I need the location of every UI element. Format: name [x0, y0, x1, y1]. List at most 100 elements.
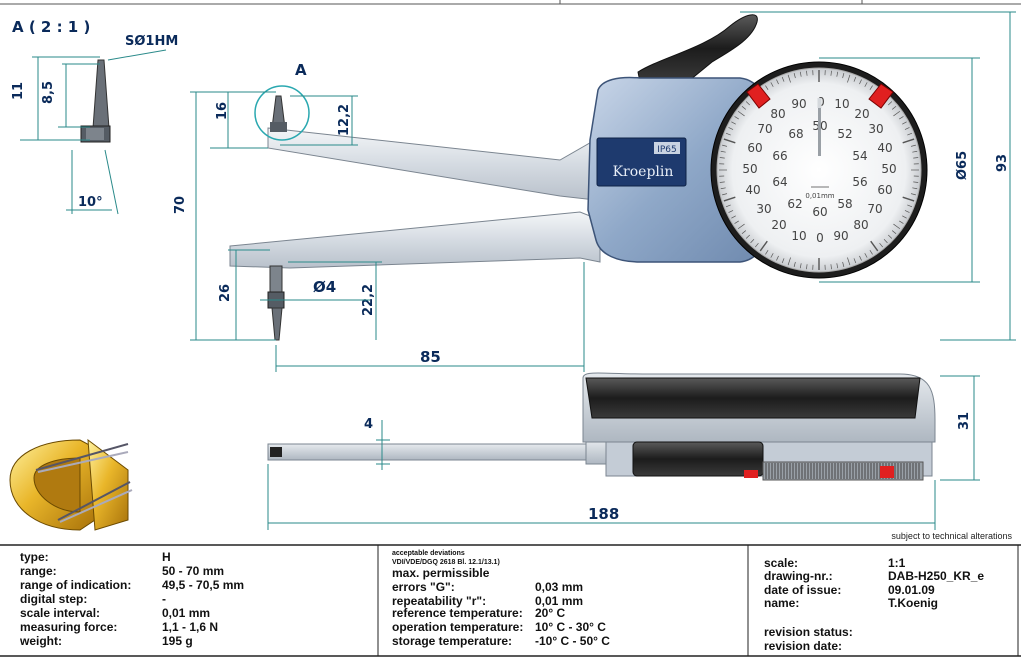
dim-188: 188	[588, 505, 619, 523]
spec-value: H	[162, 550, 171, 564]
deviation-heading: acceptable deviations	[392, 550, 465, 557]
dial-tick	[902, 215, 907, 219]
deviation-label: storage temperature:	[392, 634, 512, 648]
spec-label: range of indication:	[20, 578, 131, 592]
detail-title: A ( 2 : 1 )	[12, 18, 90, 36]
spec-label: scale interval:	[20, 606, 100, 620]
dial-unit: 0,01mm	[805, 192, 834, 200]
dial-tick	[806, 70, 808, 76]
deviation-title: max. permissible	[392, 566, 490, 580]
dial-tick	[899, 116, 904, 120]
dial-inner-num: 54	[852, 149, 867, 163]
spec-label: range:	[20, 564, 57, 578]
dial-num: 60	[747, 141, 762, 155]
dial-num: 70	[867, 202, 882, 216]
spec-label: type:	[20, 550, 49, 564]
dial-outer-numbers: 90 80 70 60 50 40 30 20 10 0 0 10 20 30 …	[742, 95, 896, 245]
deviation-label: operation temperature:	[392, 620, 523, 634]
dial-tick	[723, 138, 736, 144]
info-label: scale:	[764, 556, 798, 570]
spec-label: digital step:	[20, 592, 87, 606]
detail-view: A ( 2 : 1 ) SØ1HM 11 8,5 10°	[11, 18, 178, 215]
info-value: 1:1	[888, 556, 906, 570]
dial-num: 50	[742, 162, 757, 176]
dial-tick	[725, 204, 731, 208]
dial-inner-num: 64	[772, 175, 787, 189]
dial-inner-num: 60	[812, 205, 827, 219]
detail-marker-circle	[254, 85, 310, 141]
dial-tick	[836, 71, 839, 77]
dial-tick	[806, 264, 808, 270]
dial-tick	[847, 74, 851, 83]
dial-inner-num: 52	[837, 127, 852, 141]
dial-tick	[759, 240, 768, 252]
dial-tick	[745, 234, 750, 239]
deviation-value: 20° C	[535, 606, 565, 620]
dial-tick	[799, 263, 802, 269]
dial-num: 70	[757, 122, 772, 136]
dial-tick	[859, 79, 862, 85]
spec-table: type: H range: 50 - 70 mm range of indic…	[19, 550, 244, 648]
dial-tick	[776, 79, 779, 85]
dim-phi65: Ø65	[955, 151, 970, 180]
dial-tick	[904, 210, 910, 213]
spec-value: 1,1 - 1,6 N	[162, 620, 218, 634]
dial-num: 10	[791, 229, 806, 243]
dial-tick	[722, 144, 728, 147]
dial-num: 30	[756, 202, 771, 216]
tip-spec-label: SØ1HM	[125, 34, 178, 49]
revision-status-label: revision status:	[764, 625, 853, 639]
tolerance-marker-left	[746, 83, 771, 109]
dial-tick	[787, 257, 791, 266]
dial-tick	[853, 76, 857, 82]
dial-tick	[737, 110, 745, 117]
dial-tick	[737, 223, 745, 230]
dial-tick	[770, 82, 774, 87]
dial-tick	[830, 264, 832, 270]
alterations-note: subject to technical alterations	[891, 531, 1012, 541]
tolerance-marker-right	[868, 83, 894, 109]
dial-tick	[864, 253, 868, 258]
deviation-table: acceptable deviations VDI/VDE/DGQ 2618 B…	[392, 550, 610, 648]
dim-85: 85	[420, 348, 441, 366]
side-view: 4 31 188	[267, 372, 980, 530]
dial-tick	[853, 258, 857, 264]
dial-tick	[793, 73, 796, 79]
dial-tick	[731, 121, 736, 125]
title-block: type: H range: 50 - 70 mm range of indic…	[0, 544, 1021, 657]
dial-inner-num: 58	[837, 197, 852, 211]
deviation-label: reference temperature:	[392, 606, 523, 620]
dial-inner-num: 66	[772, 149, 787, 163]
dial-tick	[765, 250, 769, 255]
spec-label: weight:	[19, 634, 62, 648]
dial-inner-num: 68	[788, 127, 803, 141]
dial-tick	[893, 110, 901, 117]
dim-4: 4	[364, 417, 373, 432]
info-label: name:	[764, 596, 799, 610]
dial-tick	[750, 239, 755, 244]
dial-tick	[745, 101, 750, 106]
front-view: A Kroeplin IP65 90 80 70 60 50 40 30 20 …	[173, 11, 1016, 372]
dial-tick	[722, 193, 728, 196]
detail-marker-label: A	[295, 61, 307, 79]
dial-tick	[728, 127, 734, 130]
info-value: 09.01.09	[888, 583, 935, 597]
dial-num: 20	[854, 107, 869, 121]
dial-num: 0	[816, 231, 824, 245]
dial-tick	[776, 255, 779, 261]
dial-tick	[907, 204, 913, 208]
dial-tick	[741, 105, 747, 110]
dial-tick	[907, 132, 913, 136]
dial-tick	[910, 193, 916, 196]
dial-tick	[891, 230, 897, 235]
deviation-value: 0,03 mm	[535, 580, 583, 594]
ring-gauge-illustration	[9, 438, 133, 531]
dial-tick	[913, 181, 919, 183]
drawing-info: scale: 1:1 drawing-nr.: DAB-H250_KR_e da…	[764, 556, 984, 653]
dial-num: 50	[881, 162, 896, 176]
dim-12-2: 12,2	[337, 104, 352, 136]
dial-tick	[904, 127, 910, 130]
dial-tick	[799, 71, 802, 77]
ip-rating: IP65	[657, 145, 677, 155]
dial-tick	[891, 105, 897, 110]
